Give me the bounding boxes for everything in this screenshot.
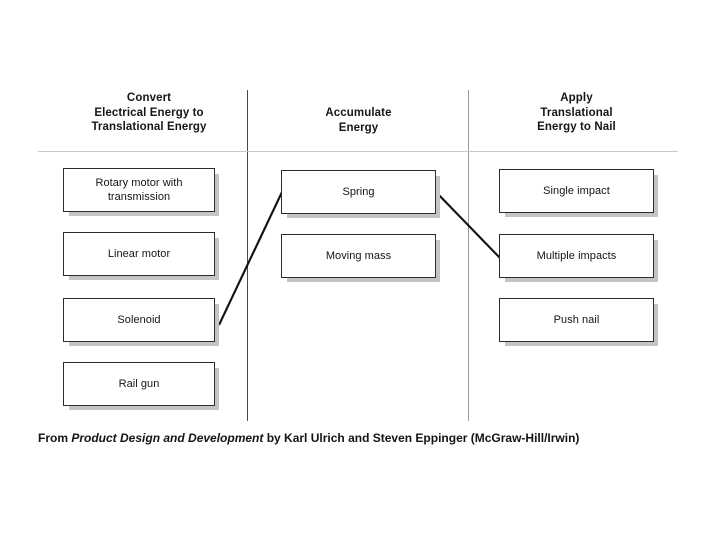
column-divider-right xyxy=(468,90,469,421)
node-rail-gun[interactable]: Rail gun xyxy=(63,362,215,406)
node-linear-motor[interactable]: Linear motor xyxy=(63,232,215,276)
column-divider-left xyxy=(247,90,248,421)
caption-book-title: Product Design and Development xyxy=(71,431,264,445)
node-spring[interactable]: Spring xyxy=(281,170,436,214)
node-multiple-impacts[interactable]: Multiple impacts xyxy=(499,234,654,278)
column-header-apply: Apply Translational Energy to Nail xyxy=(537,92,616,133)
caption-prefix: From xyxy=(38,431,72,445)
node-solenoid[interactable]: Solenoid xyxy=(63,298,215,342)
column-header-accumulate: Accumulate Energy xyxy=(325,107,392,134)
node-rotary-motor-with-transmission[interactable]: Rotary motor with transmission xyxy=(63,168,215,212)
header-separator-rule xyxy=(38,151,678,152)
caption-suffix: by Karl Ulrich and Steven Eppinger (McGr… xyxy=(263,431,580,445)
column-header-convert: Convert Electrical Energy to Translation… xyxy=(91,92,207,133)
connector-solenoid-to-spring xyxy=(218,191,283,326)
source-caption: From Product Design and Development by K… xyxy=(38,430,658,446)
node-moving-mass[interactable]: Moving mass xyxy=(281,234,436,278)
node-push-nail[interactable]: Push nail xyxy=(499,298,654,342)
node-single-impact[interactable]: Single impact xyxy=(499,169,654,213)
